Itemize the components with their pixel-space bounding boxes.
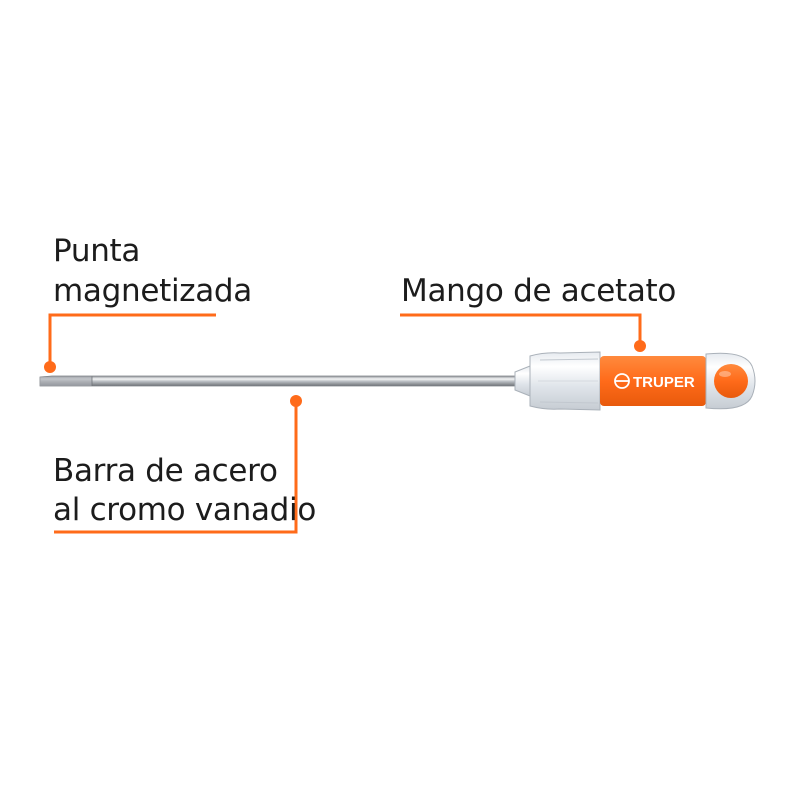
callout-shaft <box>54 395 302 534</box>
shaft-label-line2: al cromo vanadio <box>53 492 316 528</box>
callout-tip <box>44 313 216 373</box>
callout-handle-dot <box>634 340 646 352</box>
handle-orange-band <box>600 356 706 406</box>
truper-logo-icon: TRUPER <box>614 373 695 391</box>
callout-tip-dot <box>44 361 56 373</box>
handle-label: Mango de acetato <box>401 273 677 309</box>
tip-label-line2: magnetizada <box>53 273 253 309</box>
acetate-handle: TRUPER <box>514 351 756 411</box>
callout-shaft-dot <box>290 395 302 407</box>
steel-shaft <box>39 375 531 387</box>
handle-brand-text: TRUPER <box>633 374 695 391</box>
handle-end-circle <box>714 364 748 398</box>
callout-handle <box>400 313 646 352</box>
tip-label-line1: Punta <box>53 233 141 269</box>
shaft-label-line1: Barra de acero <box>53 453 278 489</box>
